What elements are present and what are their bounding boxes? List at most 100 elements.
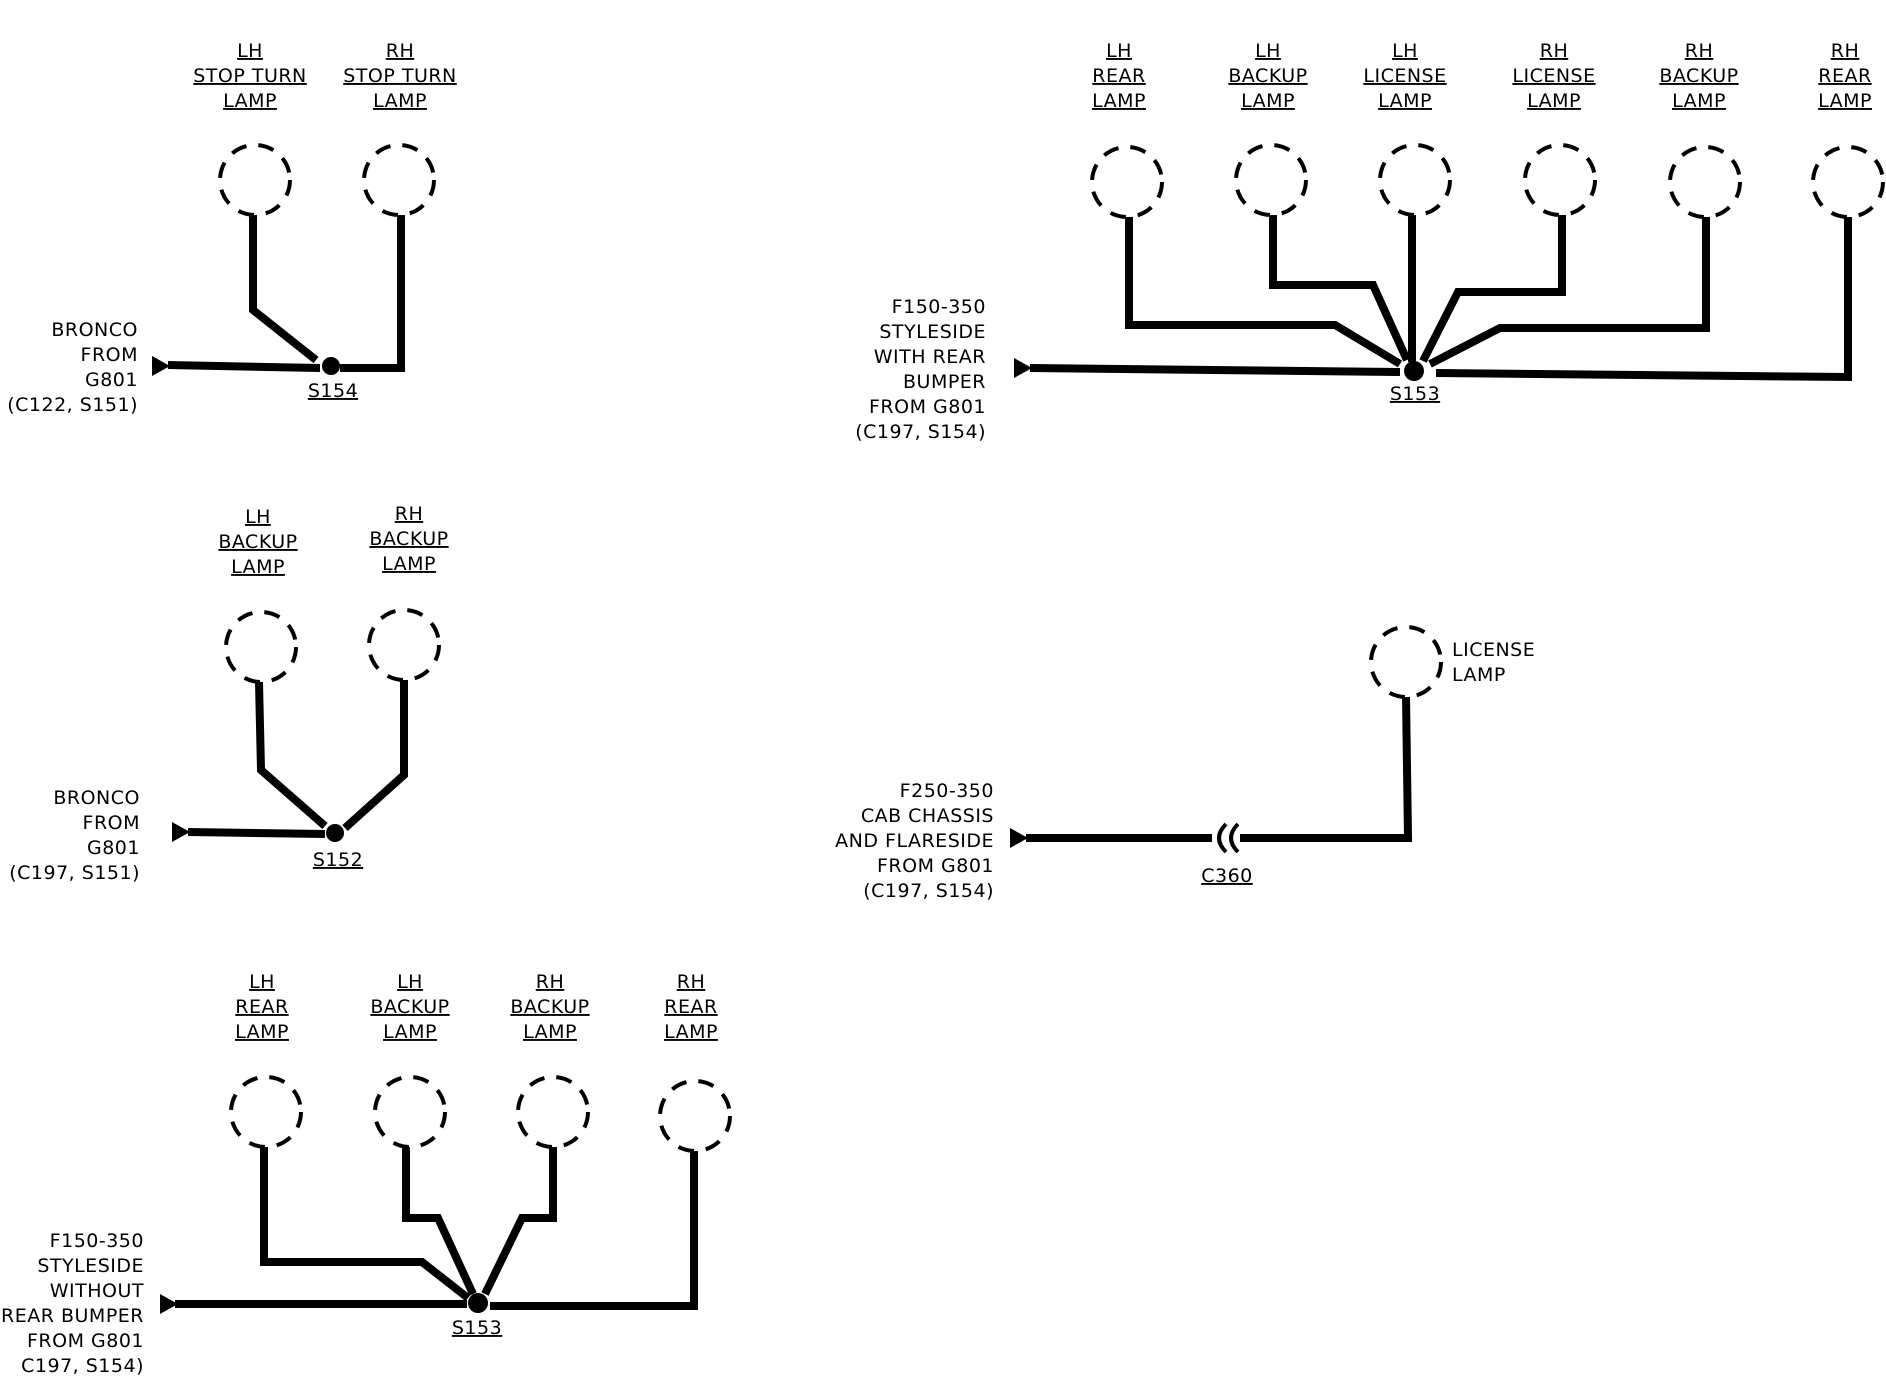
source-label-line: C197, S154) bbox=[21, 1355, 144, 1376]
source-arrow-icon bbox=[1010, 828, 1028, 848]
lamp-label-lh-license: LH LICENSE LAMP bbox=[1363, 40, 1446, 112]
source-label: F150-350 STYLESIDE WITHOUT REAR BUMPER F… bbox=[1, 1230, 144, 1376]
wire bbox=[1269, 215, 1411, 362]
lamp-label-line: LH bbox=[249, 971, 275, 993]
wire bbox=[1125, 217, 1403, 368]
lamp-label-line: LAMP bbox=[235, 1021, 289, 1043]
lamp-label-lh-stop-turn: LH STOP TURN LAMP bbox=[193, 40, 306, 112]
lamp-symbol bbox=[218, 143, 292, 217]
splice-dot bbox=[468, 1293, 488, 1313]
lamp-label-line: LAMP bbox=[1672, 90, 1726, 112]
lamp-label-line: LAMP bbox=[383, 1021, 437, 1043]
wire bbox=[342, 680, 408, 831]
lamp-label-lh-rear: LH REAR LAMP bbox=[235, 971, 289, 1043]
lamp-label-line: LH bbox=[237, 40, 263, 62]
lamp-label-line: REAR bbox=[1818, 65, 1871, 87]
lamp-label-line: LH bbox=[1255, 40, 1281, 62]
wire bbox=[340, 215, 405, 372]
source-label-line: FROM bbox=[83, 812, 140, 834]
lamp-symbol bbox=[1378, 143, 1452, 217]
splice-dot bbox=[322, 357, 340, 375]
lamp-label-line: LICENSE bbox=[1512, 65, 1595, 87]
lamp-label-line: RH bbox=[677, 971, 706, 993]
source-arrow-icon bbox=[152, 356, 170, 376]
source-label-line: BUMPER bbox=[903, 371, 986, 393]
source-label-line: FROM G801 bbox=[877, 855, 994, 877]
source-label-line: (C197, S151) bbox=[9, 862, 140, 884]
source-label-line: F250-350 bbox=[900, 780, 994, 802]
wire bbox=[1029, 364, 1401, 376]
source-arrow-icon bbox=[172, 822, 190, 842]
lamp-label-line: LH bbox=[397, 971, 423, 993]
lamp-label-line: STOP TURN bbox=[343, 65, 457, 87]
wire bbox=[167, 361, 321, 372]
lamp-label-rh-backup: RH BACKUP LAMP bbox=[369, 503, 448, 575]
source-label-line: FROM G801 bbox=[869, 396, 986, 418]
source-label: F150-350 STYLESIDE WITH REAR BUMPER FROM… bbox=[855, 296, 986, 443]
lamp-label-line: REAR bbox=[664, 996, 717, 1018]
lamp-symbol bbox=[367, 608, 441, 682]
lamp-label-line: LAMP bbox=[664, 1021, 718, 1043]
lamp-label-line: REAR bbox=[1092, 65, 1145, 87]
lamp-label-line: RH bbox=[395, 503, 424, 525]
splice-dot bbox=[326, 824, 344, 842]
diagram-f150-with-rear-bumper: LH REAR LAMP LH BACKUP LAMP LH LICENSE L… bbox=[855, 40, 1885, 443]
source-label-line: F150-350 bbox=[892, 296, 986, 318]
source-label-line: WITH REAR bbox=[874, 346, 986, 368]
source-label-line: REAR BUMPER bbox=[1, 1305, 144, 1327]
lamp-label-line: LAMP bbox=[1452, 664, 1506, 686]
source-label-line: BRONCO bbox=[53, 787, 140, 809]
source-arrow-icon bbox=[160, 1294, 178, 1314]
lamp-label-line: BACKUP bbox=[510, 996, 589, 1018]
lamp-symbol bbox=[658, 1079, 732, 1153]
splice-label: S153 bbox=[1390, 383, 1440, 405]
lamp-label-line: LH bbox=[1106, 40, 1132, 62]
lamp-label-line: BACKUP bbox=[1659, 65, 1738, 87]
lamp-label-lh-backup: LH BACKUP LAMP bbox=[1228, 40, 1307, 112]
lamp-label-line: BACKUP bbox=[218, 531, 297, 553]
lamp-label-line: LAMP bbox=[223, 90, 277, 112]
lamp-symbol bbox=[1523, 143, 1597, 217]
source-label-line: G801 bbox=[85, 369, 138, 391]
wire bbox=[1240, 696, 1413, 842]
lamp-label-line: LAMP bbox=[231, 556, 285, 578]
lamp-label-rh-backup: RH BACKUP LAMP bbox=[1659, 40, 1738, 112]
lamp-symbol bbox=[373, 1075, 447, 1149]
lamp-label-line: LAMP bbox=[1818, 90, 1872, 112]
source-label: BRONCO FROM G801 (C197, S151) bbox=[9, 787, 140, 884]
source-label-line: STYLESIDE bbox=[879, 321, 986, 343]
source-label: F250-350 CAB CHASSIS AND FLARESIDE FROM … bbox=[835, 780, 994, 902]
source-label-line: G801 bbox=[87, 837, 140, 859]
lamp-symbol bbox=[229, 1075, 303, 1149]
lamp-label-line: BACKUP bbox=[370, 996, 449, 1018]
splice-label: S153 bbox=[452, 1317, 502, 1339]
diagram-bronco-stop-turn: LH STOP TURN LAMP RH STOP TURN LAMP S154… bbox=[7, 40, 457, 416]
source-arrow-icon bbox=[1014, 358, 1032, 378]
wire bbox=[1419, 215, 1566, 363]
lamp-label-lh-backup: LH BACKUP LAMP bbox=[370, 971, 449, 1043]
lamp-label-line: LAMP bbox=[1527, 90, 1581, 112]
diagram-bronco-backup: LH BACKUP LAMP RH BACKUP LAMP S152 BRONC… bbox=[9, 503, 448, 884]
lamp-symbol bbox=[1811, 145, 1885, 219]
source-label-line: CAB CHASSIS bbox=[861, 805, 994, 827]
lamp-label-line: RH bbox=[536, 971, 565, 993]
lamp-label-line: RH bbox=[1831, 40, 1860, 62]
source-label-line: (C197, S154) bbox=[855, 421, 986, 443]
lamp-symbol bbox=[362, 143, 436, 217]
lamp-label-line: LAMP bbox=[382, 553, 436, 575]
lamp-label-line: LICENSE bbox=[1452, 639, 1535, 661]
wire bbox=[490, 1151, 698, 1310]
diagram-f150-without-rear-bumper: LH REAR LAMP LH BACKUP LAMP RH BACKUP LA… bbox=[1, 971, 732, 1376]
wire bbox=[1435, 217, 1852, 382]
lamp-label-rh-rear: RH REAR LAMP bbox=[664, 971, 718, 1043]
connector-label: C360 bbox=[1201, 865, 1253, 887]
lamp-label-lh-rear: LH REAR LAMP bbox=[1092, 40, 1145, 112]
lamp-symbol bbox=[516, 1075, 590, 1149]
source-label-line: BRONCO bbox=[51, 319, 138, 341]
connector-symbol bbox=[1217, 822, 1240, 854]
wire bbox=[187, 828, 326, 838]
lamp-label-line: BACKUP bbox=[1228, 65, 1307, 87]
lamp-symbol bbox=[1090, 145, 1164, 219]
wire bbox=[481, 1147, 557, 1296]
lamp-label-line: LAMP bbox=[1241, 90, 1295, 112]
